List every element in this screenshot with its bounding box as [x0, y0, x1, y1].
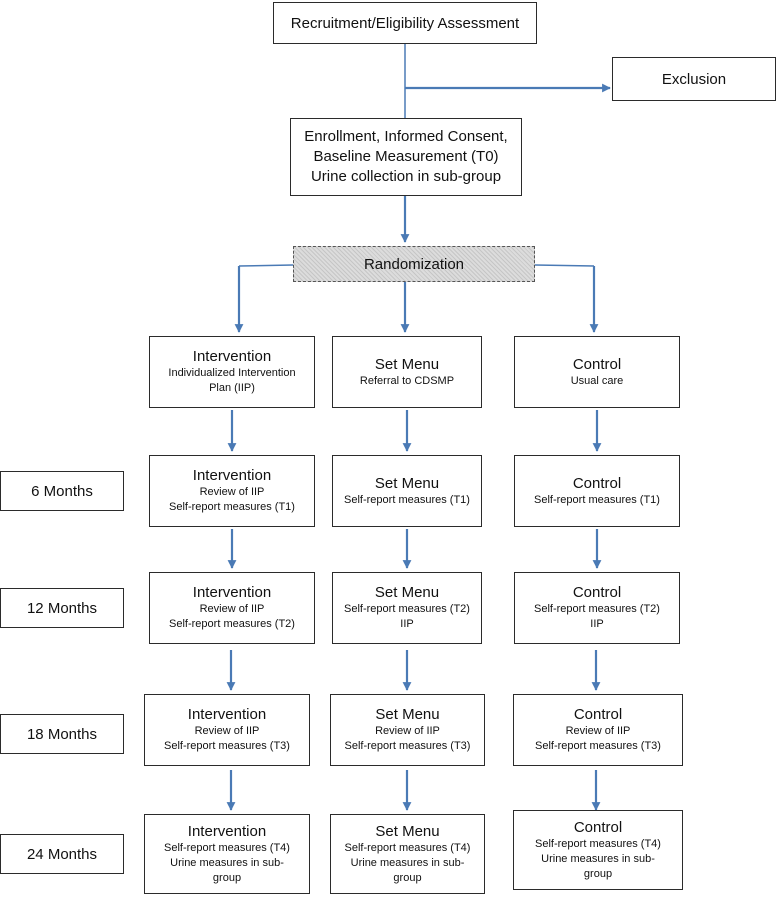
connector-line	[238, 264, 294, 267]
timepoint-label: 24 Months	[26, 845, 98, 863]
group-detail-line: Self-report measures (T3)	[535, 740, 661, 752]
group-title: Control	[573, 706, 623, 723]
group-detail-line: Self-report measures (T2)	[169, 618, 295, 630]
timepoint-label: 12 Months	[26, 599, 98, 617]
group-title: Set Menu	[375, 822, 440, 840]
group-detail-line: Self-report measures (T1)	[344, 493, 470, 506]
exclusion-box: Exclusion	[612, 57, 776, 101]
group-detail-line: Self-report measures (T4)	[164, 841, 290, 854]
group-detail-line: group	[393, 871, 422, 884]
recruitment-label: Recruitment/Eligibility Assessment	[290, 14, 520, 32]
group-detail-line: Self-report measures (T1)	[169, 501, 295, 513]
enrollment-box: Enrollment, Informed Consent, Baseline M…	[290, 118, 522, 196]
timepoint-label: 18 Months	[26, 725, 98, 743]
group-detail-line: Self-report measures (T4)	[344, 841, 471, 854]
group-detail-line: Usual care	[570, 374, 624, 387]
group-detail-line: Self-report measures (T2)	[344, 603, 470, 615]
group-detail-line: Urine measures in sub-	[350, 856, 465, 869]
group-detail-line: IIP	[400, 618, 414, 630]
timepoint-box: 24 Months	[0, 834, 124, 874]
group-title: Intervention	[192, 348, 272, 365]
group-detail-line: Self-report measures (T4)	[535, 837, 661, 850]
group-title: Set Menu	[374, 355, 440, 373]
group-title: Control	[573, 818, 623, 836]
group-detail-line: group	[212, 871, 242, 884]
group-detail-line: Plan (IIP)	[209, 382, 255, 394]
exclusion-label: Exclusion	[661, 70, 727, 88]
group-title: Set Menu	[374, 474, 440, 492]
group-title: Control	[572, 584, 622, 601]
timepoint-box: 12 Months	[0, 588, 124, 628]
enrollment-line: Baseline Measurement (T0)	[313, 148, 499, 165]
group-detail-line: Review of IIP	[375, 725, 440, 737]
group-detail-line: Self-report measures (T3)	[344, 740, 471, 752]
group-detail-line: Review of IIP	[565, 725, 631, 737]
group-title: Set Menu	[375, 706, 440, 723]
group-detail-line: Urine measures in sub-	[170, 856, 284, 869]
enrollment-line: Enrollment, Informed Consent,	[304, 128, 508, 145]
randomization-box: Randomization	[293, 246, 535, 282]
group-detail-line: Review of IIP	[199, 603, 265, 615]
timepoint-box: 6 Months	[0, 471, 124, 511]
group-title: Control	[572, 355, 622, 373]
timepoint-label: 6 Months	[31, 482, 93, 500]
recruitment-box: Recruitment/Eligibility Assessment	[273, 2, 537, 44]
group-title: Intervention	[192, 467, 272, 484]
group-title: Intervention	[187, 706, 267, 723]
randomization-label: Randomization	[363, 255, 465, 273]
group-detail-line: IIP	[590, 618, 604, 630]
group-detail-line: Self-report measures (T1)	[534, 493, 660, 506]
group-detail-line: Review of IIP	[194, 725, 260, 737]
timepoint-box: 18 Months	[0, 714, 124, 754]
group-detail-line: group	[583, 867, 613, 880]
group-detail-line: Urine measures in sub-	[541, 852, 655, 865]
group-detail-line: Self-report measures (T3)	[164, 740, 290, 752]
group-detail-line: Self-report measures (T2)	[534, 603, 660, 615]
connector-line	[534, 264, 595, 267]
enrollment-line: Urine collection in sub-group	[310, 168, 502, 185]
group-detail-line: Individualized Intervention	[168, 367, 296, 379]
group-title: Control	[572, 474, 622, 492]
group-title: Intervention	[192, 584, 272, 601]
group-title: Intervention	[187, 822, 267, 840]
group-title: Set Menu	[374, 584, 440, 601]
group-detail-line: Referral to CDSMP	[359, 374, 455, 387]
group-detail-line: Review of IIP	[199, 486, 265, 498]
